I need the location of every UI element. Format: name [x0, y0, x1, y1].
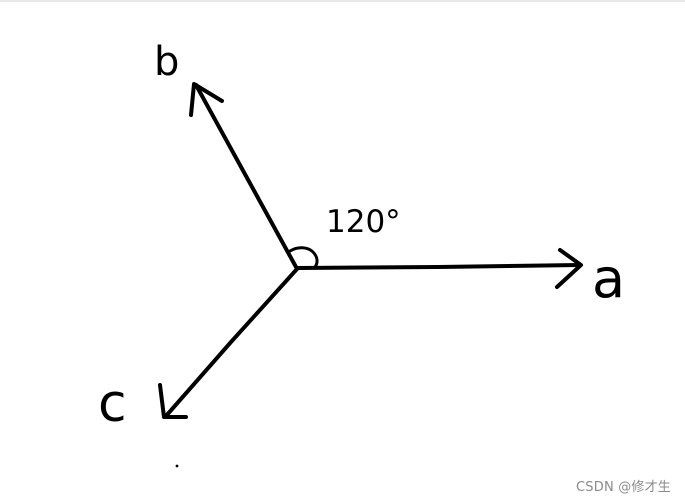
angle-label: 120°	[326, 204, 401, 240]
vector-b-label: b	[154, 39, 179, 85]
watermark: CSDN @修才生	[576, 480, 671, 495]
vector-a-arrowhead	[555, 248, 583, 289]
vector-c-shaft	[164, 267, 299, 418]
vector-b-shaft	[194, 83, 298, 269]
vector-a-label: a	[592, 247, 625, 310]
angle-arc	[288, 246, 319, 269]
vector-c	[158, 267, 299, 419]
vector-b-arrowhead	[189, 82, 224, 117]
top-border	[0, 0, 685, 2]
stray-ink-dot	[175, 464, 179, 468]
vector-c-arrowhead	[158, 383, 188, 419]
vector-c-label: c	[98, 374, 127, 434]
vector-a-shaft	[295, 263, 582, 270]
vector-b	[189, 82, 298, 269]
vector-a	[295, 248, 583, 289]
